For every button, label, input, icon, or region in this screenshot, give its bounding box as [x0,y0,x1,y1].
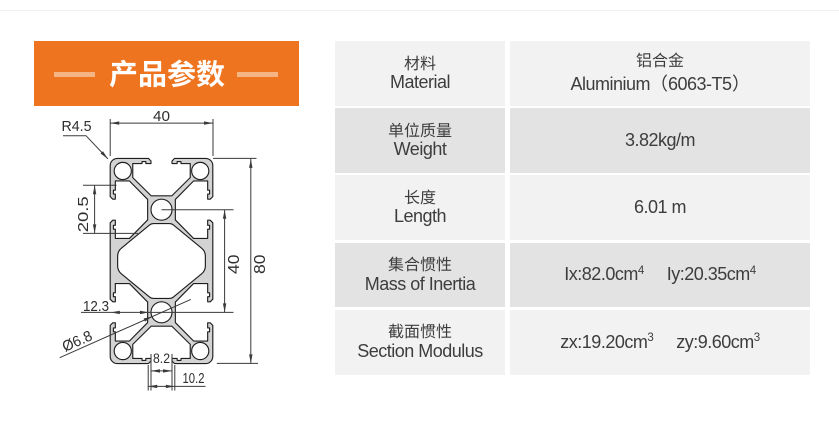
cjk-glyph [404,122,420,138]
profile-body [109,157,214,365]
profile-holes [113,161,210,361]
label-en: Mass of Inertia [364,273,476,294]
cjk-glyph [636,53,651,68]
value-item: 6.01 m [633,197,687,218]
cjk-glyph [404,55,420,70]
spec-row: Mass of Inertia Ix:82.0cm4 Iy:20.35cm4 [335,242,810,308]
spec-label-cell: Mass of Inertia [335,242,505,308]
cjk-glyph [404,256,420,272]
label-cn [388,122,452,138]
spec-value-cell: 3.82kg/m [510,108,810,173]
section-title [109,59,225,88]
value-line [636,52,684,71]
value-item: zy:9.60cm3 [676,331,760,352]
value-line: zx:19.20cm3 zy:9.60cm3 [560,331,760,352]
cjk-glyph [388,323,404,339]
banner-right-dash-icon [237,72,278,77]
dimension-lines [59,119,258,391]
cjk-glyph [404,189,420,205]
section-banner [34,41,299,106]
cjk-glyph [420,323,436,339]
dim-upper-offset: 20.5 [75,196,92,232]
label-cn [404,55,436,71]
cjk-glyph [436,122,452,137]
cjk-glyph [732,74,738,92]
cjk-glyph [404,325,420,339]
label-cn [404,189,436,205]
label-en: Section Modulus [357,340,483,361]
label-en: Weight [393,139,447,160]
value-item [636,52,684,71]
cjk-glyph [436,256,452,272]
dim-corner-radius: R4.5 [62,118,92,135]
value-item: 3.82kg/m [624,129,696,150]
value-line: Ix:82.0cm4 Iy:20.35cm4 [564,264,756,285]
spec-row: Length 6.01 m [335,175,810,241]
dim-total-height: 80 [252,254,269,274]
dim-slot-outer: 10.2 [183,371,205,387]
profile-cavity [117,222,206,300]
cjk-glyph [420,256,436,272]
cjk-glyph [652,53,668,68]
label-cn [388,256,452,272]
spec-value-cell: Ix:82.0cm4 Iy:20.35cm4 [510,242,810,308]
dim-hub-offset: 12.3 [83,298,109,315]
dimension-labels: 40 R4.5 20.5 40 80 12.3 Ø6.8 8.2 10.2 [60,108,269,387]
banner-left-dash-icon [54,72,95,77]
cjk-glyph [420,189,436,205]
spec-row: Section Modulus zx:19.20cm3 zy:9.60cm3 [335,309,810,375]
dim-slot-opening: 8.2 [153,350,170,366]
spec-label-cell: Material [335,41,505,106]
cjk-glyph [109,59,136,88]
cjk-glyph [388,122,404,138]
value-item: zx:19.20cm3 [560,331,654,352]
cjk-glyph [420,122,436,138]
spec-row: Weight 3.82kg/m [335,108,810,173]
spec-label-cell: Length [335,175,505,241]
profile-cross-section [109,157,214,365]
cjk-glyph [196,59,224,88]
value-item: Ix:82.0cm4 [564,264,644,285]
spec-label-cell: Section Modulus [335,309,505,375]
dimension-arrows [92,121,253,389]
cjk-glyph [139,61,165,88]
dim-hole-diameter: Ø6.8 [60,327,95,355]
spec-label-cell: Weight [335,108,505,173]
value-item: Iy:20.35cm4 [666,264,756,285]
dim-inner-height: 40 [226,254,243,274]
value-line: 3.82kg/m [624,129,696,150]
cjk-glyph [436,323,452,339]
top-divider [0,10,839,11]
label-en: Material [389,72,451,93]
label-cn [388,323,452,339]
spec-value-cell: 6.01 m [510,175,810,241]
cjk-glyph [167,59,195,88]
label-en: Length [393,206,447,227]
cjk-glyph [420,55,436,70]
dim-top-width: 40 [153,108,170,125]
value-line: 6.01 m [633,197,687,218]
cjk-glyph [662,74,668,92]
spec-value-cell: zx:19.20cm3 zy:9.60cm3 [510,309,810,375]
cjk-glyph [668,52,684,68]
cjk-glyph [388,256,404,272]
